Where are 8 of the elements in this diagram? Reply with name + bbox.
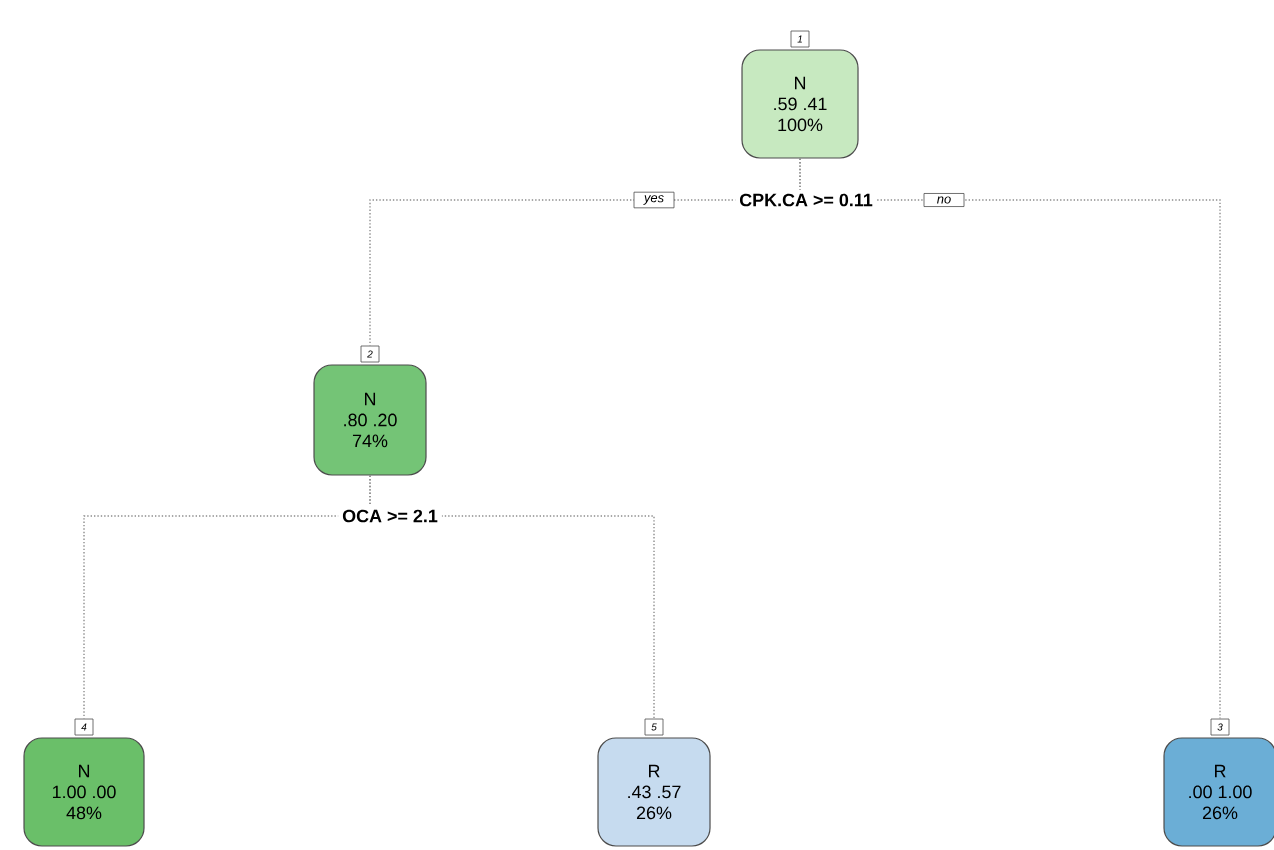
node-box: N .59 .41 100% bbox=[741, 49, 859, 159]
node-box: N 1.00 .00 48% bbox=[23, 737, 145, 847]
split-label: CPK.CA >= 0.11 bbox=[735, 189, 877, 211]
node-box: R .43 .57 26% bbox=[597, 737, 711, 847]
connector bbox=[799, 157, 1221, 720]
node-box: N .80 .20 74% bbox=[313, 364, 427, 476]
node-box: R .00 1.00 26% bbox=[1163, 737, 1274, 847]
split-label: OCA >= 2.1 bbox=[338, 505, 442, 527]
